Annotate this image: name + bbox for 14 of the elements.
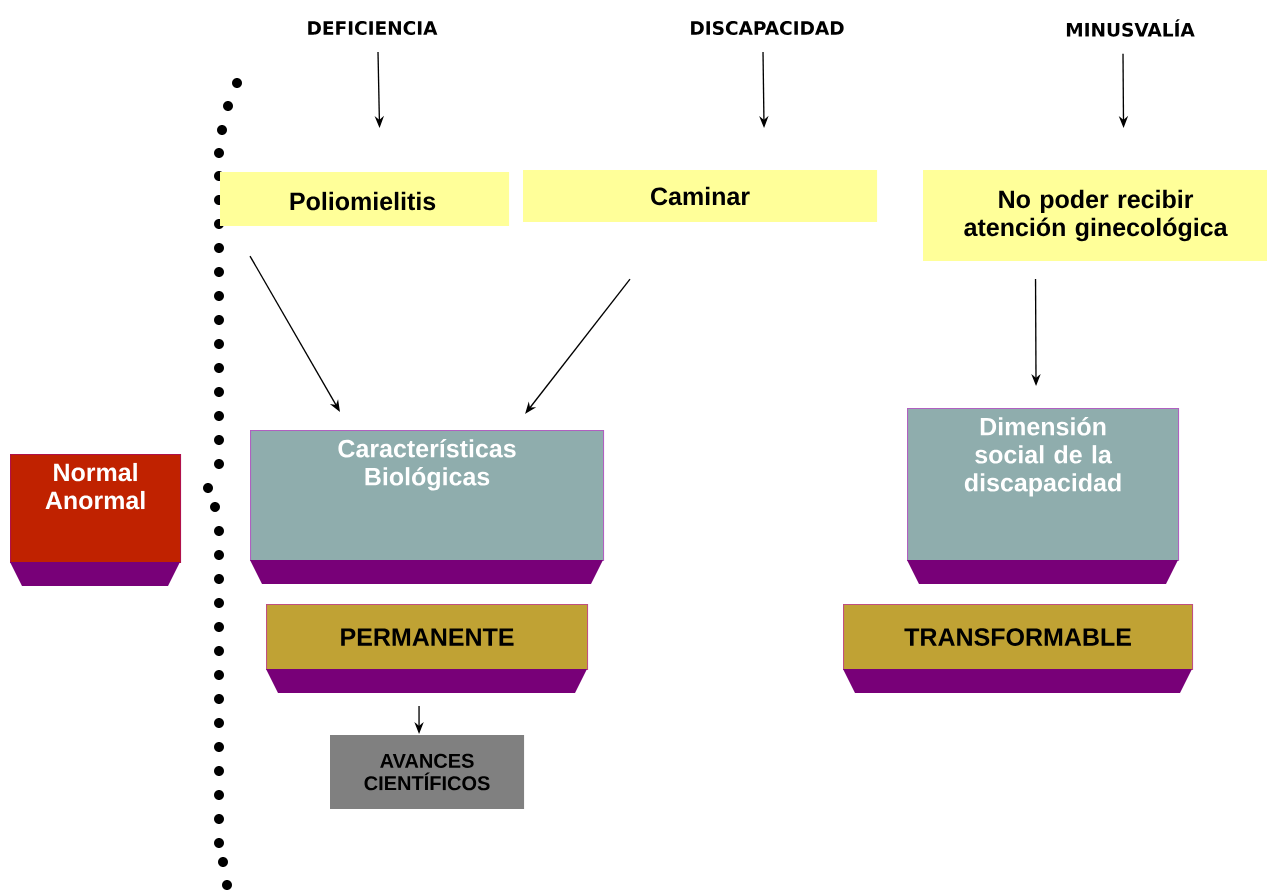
- block-box: PERMANENTE: [266, 604, 589, 693]
- block-box: Características Biológicas: [250, 430, 605, 584]
- heading: DISCAPACIDAD: [691, 21, 844, 35]
- highlight-box: Caminar: [523, 170, 878, 223]
- label-box: AVANCES CIENTÍFICOS: [330, 735, 525, 810]
- arrow: [525, 278, 631, 414]
- block-box: Normal Anormal: [10, 454, 182, 586]
- heading: DEFICIENCIA: [308, 21, 438, 35]
- highlight-box: Poliomielitis: [220, 172, 510, 227]
- block-box: Dimensión social de la discapacidad: [907, 408, 1180, 584]
- heading: MINUSVALÍA: [1066, 19, 1195, 37]
- block-box: TRANSFORMABLE: [843, 604, 1194, 693]
- highlight-box: No poder recibir atención ginecológica: [923, 170, 1267, 262]
- arrow: [249, 255, 340, 412]
